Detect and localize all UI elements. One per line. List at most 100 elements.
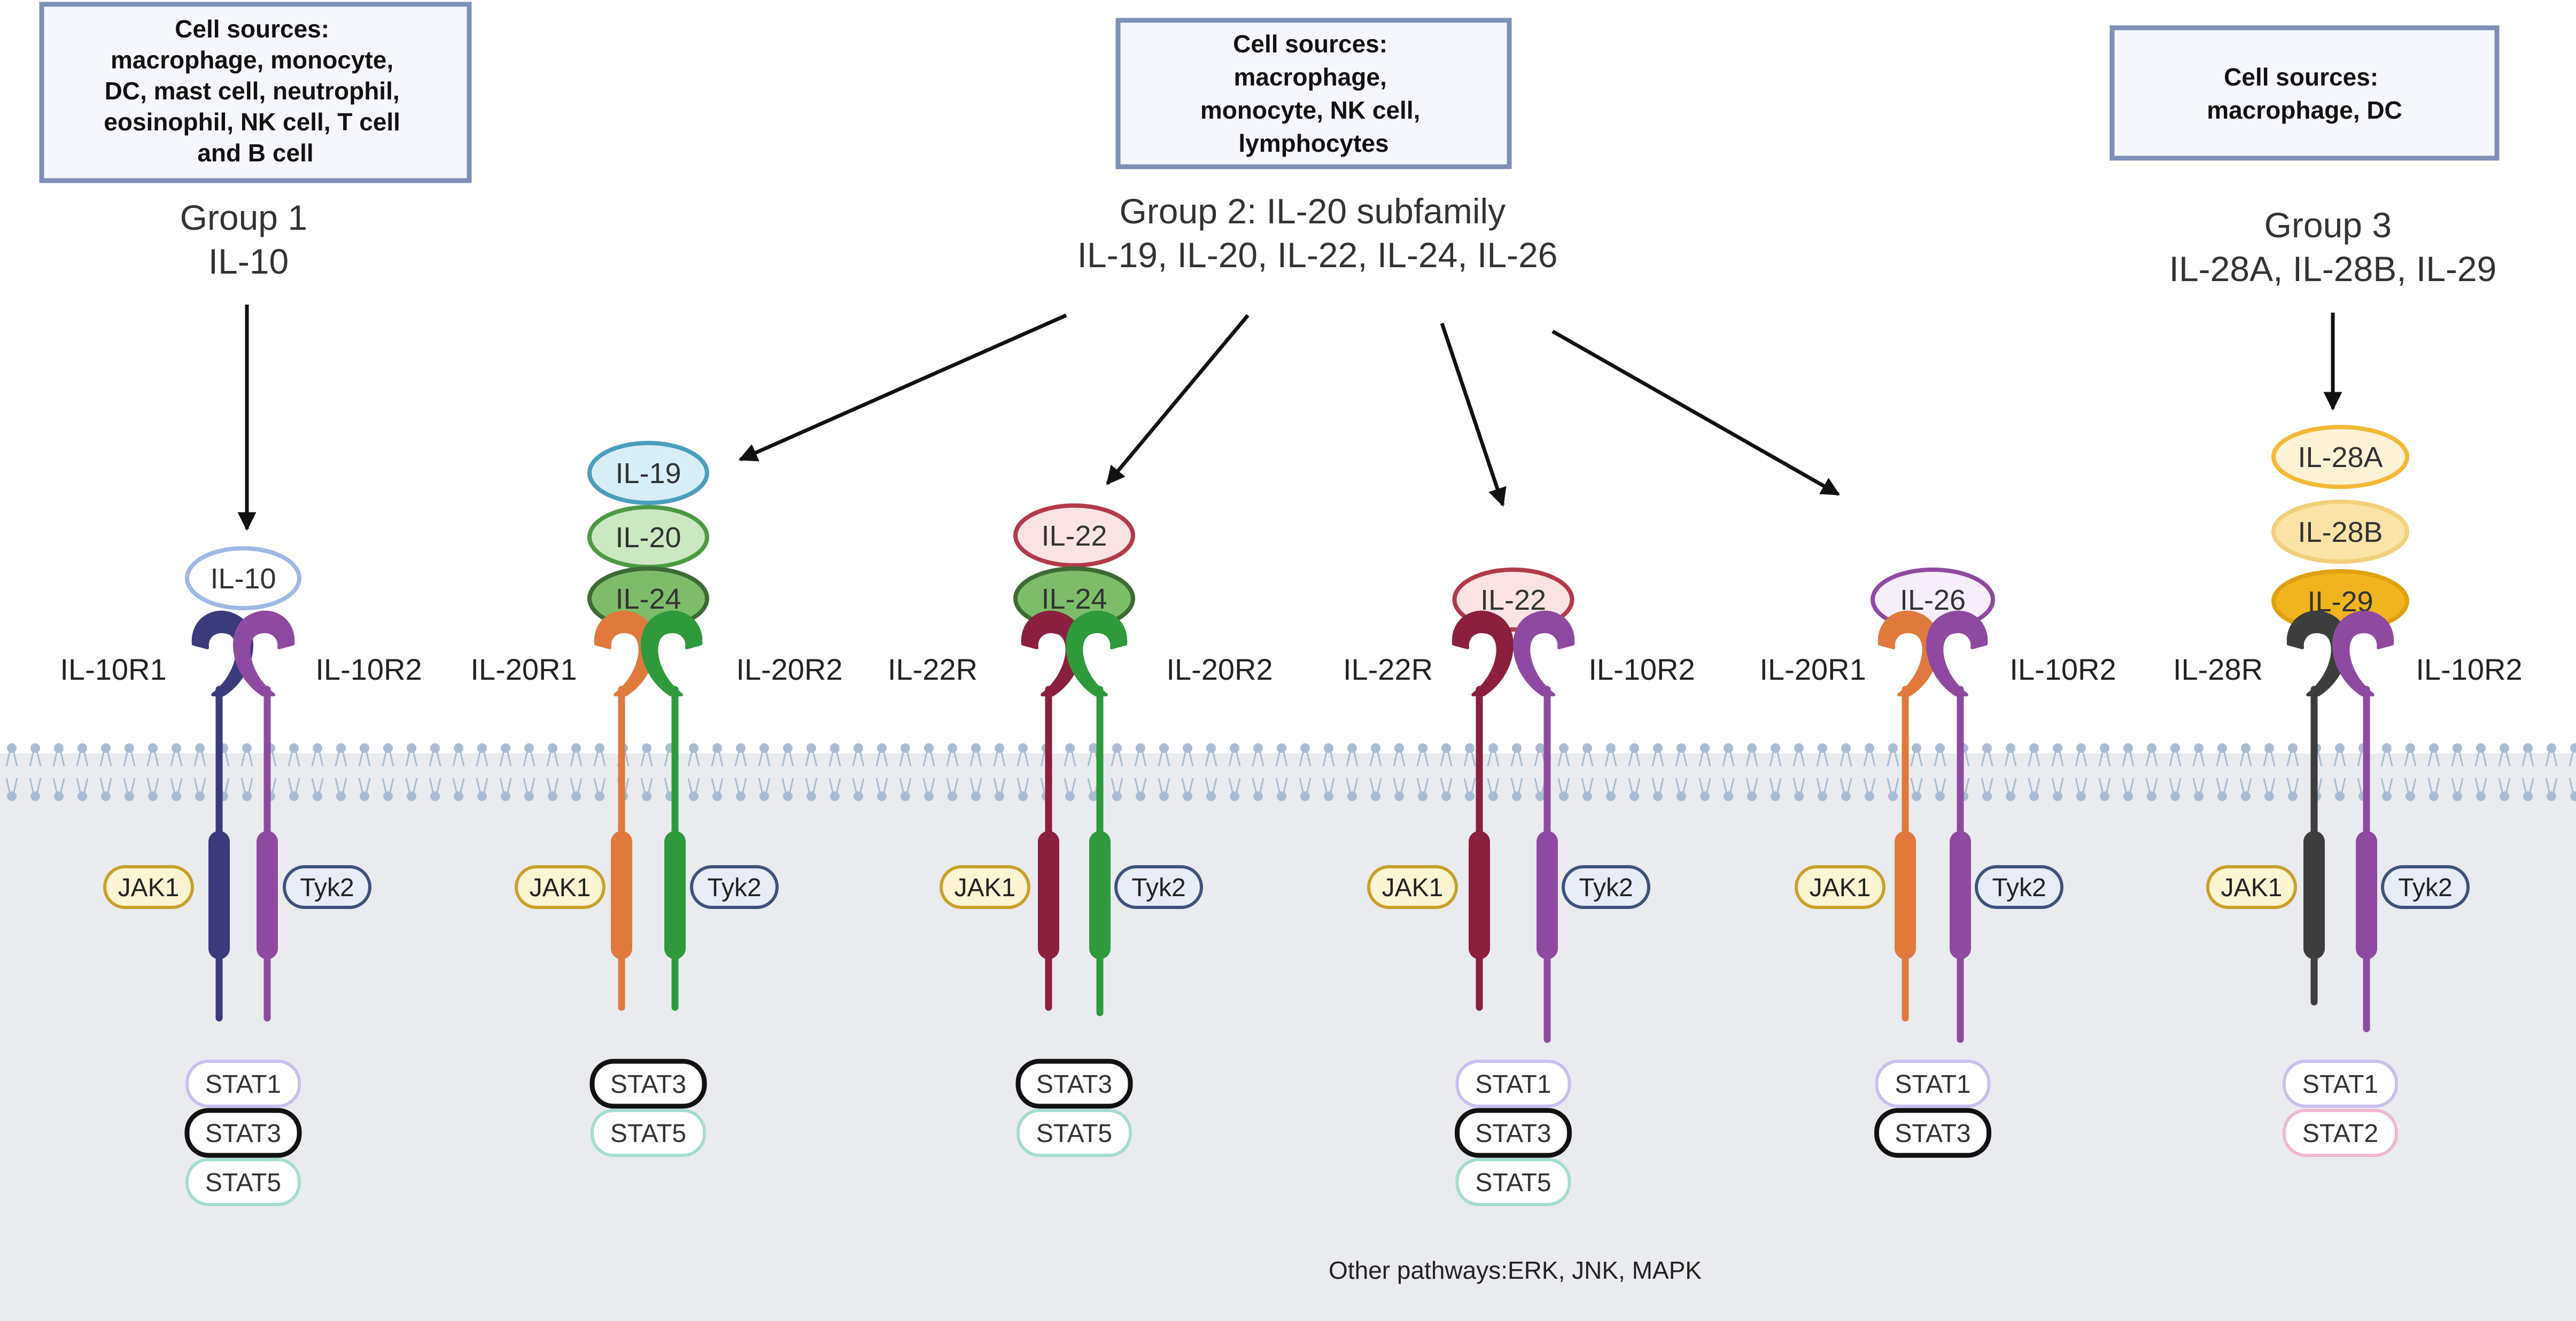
tyk2-badge (1975, 865, 2063, 909)
other-pathways-label: Other pathways:ERK, JNK, MAPK (1329, 1256, 1702, 1284)
stat1-label: STAT1 (1475, 1070, 1551, 1099)
receptor-2-right-domain (664, 831, 686, 959)
jak1-label: JAK1 (955, 874, 1016, 902)
receptor-3-left-domain (1038, 831, 1059, 959)
jak1-badge (103, 865, 194, 909)
group-3-title-line: IL-28A, IL-28B, IL-29 (2169, 249, 2497, 289)
stat1-badge (2283, 1060, 2398, 1108)
ligand-il-28b-label: IL-28B (2298, 516, 2383, 548)
ligand-il-19: IL-19 (587, 441, 709, 505)
ligand-il-24-label: IL-24 (1041, 583, 1107, 615)
ligand-il-20: IL-20 (587, 505, 709, 569)
tyk2-label: Tyk2 (2398, 874, 2452, 902)
ligand-il-22-shape (1013, 503, 1135, 568)
tyk2-badge (2381, 865, 2470, 909)
group-1-title-line: Group 1 (180, 198, 307, 237)
right-receptor-label: IL-10R2 (2009, 652, 2116, 686)
ligand-il-10-shape (185, 546, 301, 610)
jak1-label: JAK1 (2221, 874, 2283, 902)
stat3-label: STAT3 (610, 1070, 686, 1099)
stat5-label: STAT5 (205, 1169, 281, 1197)
ligand-il-24-label: IL-24 (615, 583, 681, 615)
group-3-sources-box (2109, 25, 2500, 161)
jak1-label: JAK1 (118, 874, 180, 902)
tyk2-label: Tyk2 (707, 874, 761, 902)
receptor-3-right-head (1066, 610, 1128, 696)
receptor-5-right-head (1926, 610, 1988, 696)
ligand-il-28a-shape (2271, 425, 2409, 489)
ligand-il-22-label: IL-22 (1041, 520, 1107, 552)
tyk2-badge (1562, 865, 1650, 909)
stat1-badge (1875, 1060, 1991, 1108)
group-2-title-line: Group 2: IL-20 subfamily (1119, 191, 1506, 231)
arrow-group2-to-il22-complex (1440, 322, 1507, 507)
left-receptor-label: IL-22R (1343, 652, 1433, 686)
g2-source-line: lymphocytes (1238, 129, 1388, 157)
tyk2-label: Tyk2 (300, 874, 354, 902)
right-receptor-label: IL-10R2 (315, 652, 422, 686)
g2-source-line: macrophage, (1233, 63, 1386, 91)
g3-source-line: Cell sources: (2224, 63, 2378, 91)
receptor-5-left-head (1877, 610, 1939, 696)
receptor-3-left-head (1021, 610, 1083, 696)
stat1-label: STAT1 (2302, 1070, 2378, 1099)
jak1-label: JAK1 (1810, 874, 1871, 902)
receptor-5-left-domain (1895, 831, 1916, 959)
stat3-badge (1455, 1108, 1572, 1158)
tyk2-badge (1114, 865, 1203, 909)
group-3-title: Group 3 IL-28A, IL-28B, IL-29 (2169, 205, 2497, 289)
ligand-il-26-label: IL-26 (1900, 584, 1966, 616)
stat1-badge (185, 1060, 301, 1108)
stat2-label: STAT2 (2302, 1120, 2378, 1148)
stat3-label: STAT3 (1036, 1070, 1112, 1099)
arrow-group2-to-il22-il24-complex (1106, 314, 1250, 485)
g2-source-line: Cell sources: (1233, 30, 1387, 58)
left-receptor-label: IL-22R (888, 652, 977, 686)
group-1-header: Cell sources: macrophage, monocyte, DC, … (39, 2, 472, 281)
receptor-3-right-domain (1089, 831, 1111, 959)
jak1-badge (515, 865, 606, 909)
ligand-il-10-label: IL-10 (210, 563, 276, 595)
group-1-title-line: IL-10 (208, 242, 289, 281)
group-2-header: Cell sources: macrophage, monocyte, NK c… (1077, 18, 1558, 275)
tyk2-label: Tyk2 (1992, 874, 2046, 902)
group-3-sources-text: Cell sources: macrophage, DC (2207, 63, 2402, 124)
receptor-2-left-head (594, 610, 656, 696)
stat1-badge (1455, 1060, 1571, 1108)
receptor-4-left-domain (1469, 831, 1490, 959)
group-2-sources-text: Cell sources: macrophage, monocyte, NK c… (1200, 30, 1427, 157)
ligand-il-28b: IL-28B (2271, 500, 2409, 564)
left-receptor-label: IL-20R1 (1759, 652, 1866, 686)
receptor-6-left-head (2286, 610, 2348, 696)
stat3-badge (1015, 1059, 1133, 1109)
g1-source-line: Cell sources: (175, 15, 329, 43)
ligand-il-22: IL-22 (1013, 503, 1135, 568)
ligand-il-19-shape (587, 441, 709, 505)
receptor-4-right-head (1513, 610, 1575, 696)
cytoplasm (0, 753, 2576, 1321)
ligand-il-20-label: IL-20 (615, 522, 681, 554)
right-receptor-label: IL-20R2 (736, 652, 842, 686)
group-3-header: Cell sources: macrophage, DC Group 3 IL-… (2109, 25, 2500, 289)
group-2-sources-box (1115, 18, 1512, 169)
jak1-label: JAK1 (530, 874, 591, 902)
stat1-label: STAT1 (205, 1070, 281, 1099)
receptor-1-right-domain (257, 831, 278, 959)
group-1-title: Group 1 IL-10 (180, 198, 317, 281)
ligand-il-22-label: IL-22 (1480, 584, 1546, 616)
receptor-6-right-domain (2356, 831, 2377, 959)
stat2-badge (2283, 1109, 2398, 1157)
left-receptor-label: IL-10R1 (60, 652, 166, 686)
right-receptor-label: IL-20R2 (1166, 652, 1273, 686)
arrow-group2-to-il19-complex (738, 313, 1067, 462)
group-1-sources-text: Cell sources: macrophage, monocyte, DC, … (104, 15, 407, 167)
group-2-title: Group 2: IL-20 subfamily IL-19, IL-20, I… (1077, 191, 1558, 275)
group-2-title-line: IL-19, IL-20, IL-22, IL-24, IL-26 (1077, 235, 1558, 275)
ligand-il-19-label: IL-19 (615, 457, 681, 489)
group-3-title-line: Group 3 (2264, 205, 2392, 245)
g2-source-line: monocyte, NK cell, (1200, 96, 1421, 124)
cell-membrane (0, 743, 2576, 802)
ligand-il-28a-label: IL-28A (2298, 441, 2383, 473)
